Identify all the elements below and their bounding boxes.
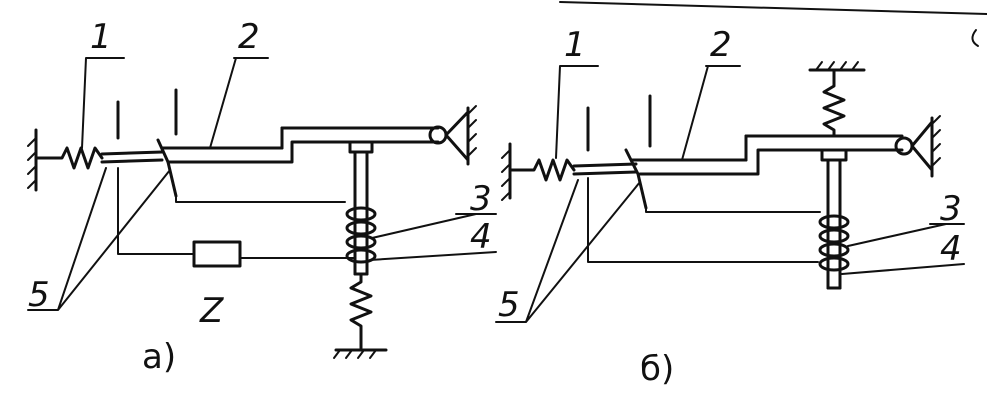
leader-4-b (841, 263, 965, 275)
label-load-a: Z (199, 291, 224, 331)
caption-b: б) (640, 349, 674, 389)
ground-hatch-right-a (466, 105, 477, 166)
latch-lever-lower-a (166, 140, 440, 164)
wire-upper-a (175, 195, 346, 203)
leader-4-a (369, 251, 497, 261)
ground-hatch-left-a (27, 128, 38, 192)
latch-hook-b (624, 148, 648, 210)
coil-a (345, 206, 377, 264)
label-contacts-a: 5 (28, 275, 50, 315)
diagram-b: 1 2 3 4 5 б) (495, 25, 965, 389)
ground-hatch-right-b (930, 115, 941, 178)
scan-edge-mark (971, 29, 979, 47)
label-armature-a: 4 (470, 217, 492, 257)
movable-contact-bar-b (572, 162, 638, 176)
latch-lever-a (160, 126, 440, 150)
leader-3-a (371, 213, 497, 239)
ground-hatch-bottom-a (333, 348, 388, 359)
pivot-b (894, 136, 914, 156)
wire-upper-b (645, 207, 821, 213)
top-spring-b (822, 68, 846, 138)
ground-hatch-left-b (501, 142, 512, 201)
leader-5-b (495, 179, 641, 323)
wire-lower-a (117, 167, 195, 255)
load-resistor-a (192, 240, 242, 268)
leader-2-b (681, 65, 741, 161)
label-latch-lever-a: 2 (238, 17, 260, 57)
coil-b (818, 214, 850, 272)
latch-lever-lower-b (638, 148, 904, 176)
label-contact-spring-b: 1 (564, 25, 586, 65)
label-coil-b: 3 (940, 189, 962, 229)
leader-3-b (847, 223, 965, 247)
return-spring-a (349, 272, 373, 350)
latch-lever-b (630, 134, 904, 162)
pivot-bracket-b (910, 120, 934, 172)
label-armature-b: 4 (940, 229, 962, 269)
leader-1-b (555, 65, 599, 159)
armature-head-b (820, 148, 848, 162)
armature-rod-b (826, 158, 842, 290)
wire-lower-b (587, 177, 819, 263)
movable-contact-bar-a (100, 150, 164, 164)
label-coil-a: 3 (470, 179, 492, 219)
label-contacts-b: 5 (498, 285, 520, 325)
pivot-bracket-a (444, 110, 470, 162)
diagram-a: 1 2 3 4 5 Z а) (27, 17, 497, 377)
contact-spring-b (508, 158, 576, 182)
leader-5-a (27, 167, 171, 311)
armature-head-a (348, 140, 374, 154)
caption-a: а) (142, 337, 176, 377)
ground-hatch-top-b (808, 61, 866, 72)
contact-spring-a (34, 146, 104, 170)
leader-1-a (81, 57, 125, 149)
armature-rod-a (353, 150, 369, 276)
leader-2-a (209, 57, 269, 149)
label-latch-lever-b: 2 (710, 25, 732, 65)
label-contact-spring-a: 1 (90, 17, 112, 57)
scan-edge-stroke (559, 1, 987, 15)
